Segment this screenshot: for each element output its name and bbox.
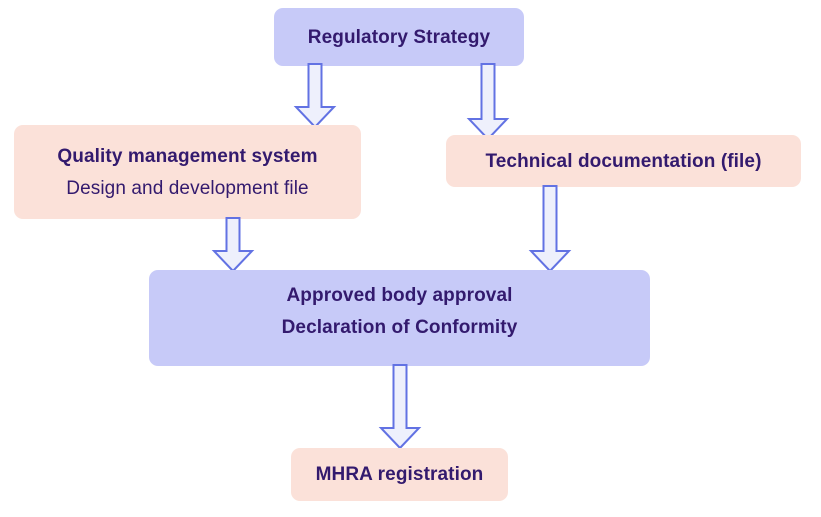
arrow-strategy-to-quality [293,63,337,129]
arrow-strategy-to-technical [466,63,510,141]
node-approved-body-approval[interactable]: Approved body approval Declaration of Co… [149,270,650,366]
node-regulatory-strategy[interactable]: Regulatory Strategy [274,8,524,66]
arrow-shape [211,217,255,273]
node-mhra-registration[interactable]: MHRA registration [291,448,508,501]
node-label-primary: MHRA registration [315,464,484,485]
arrow-shape [466,63,510,141]
node-label-primary: Regulatory Strategy [307,26,491,48]
arrow-shape [293,63,337,129]
node-label-secondary: Design and development file [66,177,309,199]
node-label-primary: Approved body approval [286,285,513,306]
arrow-approved-to-mhra [378,364,422,450]
node-label-secondary: Declaration of Conformity [281,317,518,338]
arrow-quality-to-approved [211,217,255,273]
node-quality-management-system[interactable]: Quality management system Design and dev… [14,125,361,219]
arrow-technical-to-approved [528,185,572,273]
arrow-shape [378,364,422,450]
node-label-primary: Quality management system [57,145,318,167]
node-technical-documentation[interactable]: Technical documentation (file) [446,135,801,187]
arrow-shape [528,185,572,273]
node-label-primary: Technical documentation (file) [485,150,762,172]
